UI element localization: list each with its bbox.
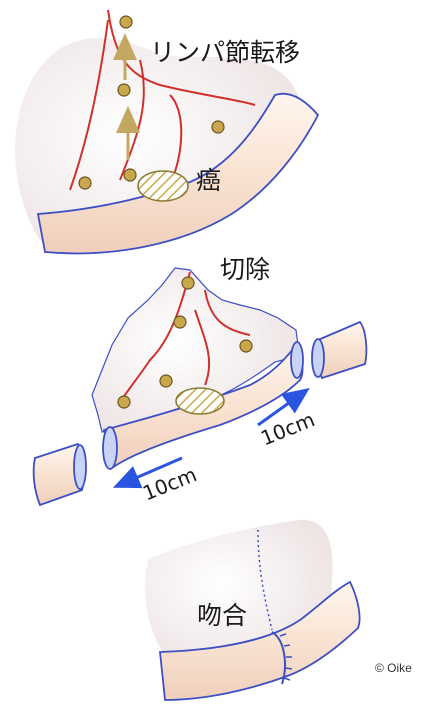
copyright-text: © Oike bbox=[375, 661, 412, 675]
lymph-node bbox=[159, 374, 173, 388]
cut-end bbox=[102, 426, 118, 470]
lymph-nodes-resected bbox=[117, 276, 253, 409]
cut-end bbox=[73, 444, 87, 490]
tumor-top bbox=[137, 170, 189, 202]
label-cancer: 癌 bbox=[196, 166, 222, 195]
lymph-node bbox=[211, 120, 225, 134]
bowel-anastomosed bbox=[159, 580, 361, 701]
lymph-node bbox=[117, 395, 131, 409]
vessels-resected bbox=[119, 271, 251, 403]
panel-anastomosis bbox=[145, 519, 361, 701]
label-lymph-metastasis: リンパ節転移 bbox=[150, 38, 301, 67]
cut-end bbox=[311, 338, 325, 378]
mesentery-resected bbox=[91, 267, 299, 433]
cut-end bbox=[290, 341, 304, 379]
margin-arrow-left bbox=[112, 456, 183, 489]
tumor-resected bbox=[175, 387, 225, 415]
lymph-node bbox=[119, 15, 133, 29]
label-anastomosis: 吻合 bbox=[197, 601, 248, 630]
panel-metastasis bbox=[15, 9, 320, 255]
lymph-node bbox=[239, 339, 253, 353]
lymph-node bbox=[173, 315, 187, 329]
lymph-nodes-top bbox=[78, 15, 225, 190]
mesentery-bottom bbox=[145, 519, 333, 661]
label-resection: 切除 bbox=[220, 255, 271, 284]
lymph-node bbox=[181, 276, 195, 290]
mesentery-suture bbox=[257, 529, 273, 631]
margin-arrow-right bbox=[257, 388, 310, 427]
lymph-node bbox=[78, 176, 92, 190]
lymph-node bbox=[123, 168, 137, 182]
lymph-node bbox=[117, 83, 131, 97]
panel-resection bbox=[32, 267, 368, 507]
anastomosis-line bbox=[271, 631, 286, 685]
anastomosis-sutures bbox=[279, 633, 293, 681]
